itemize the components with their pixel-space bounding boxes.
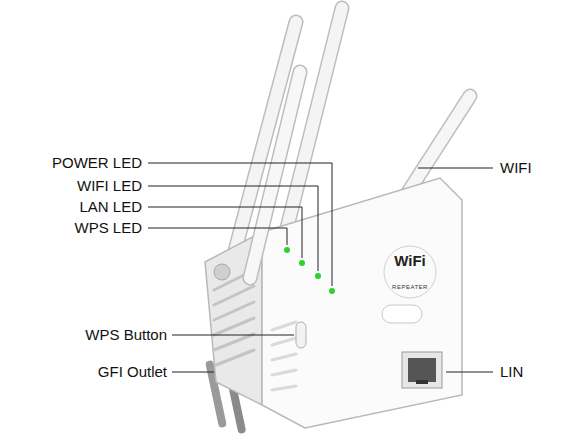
oval-button (382, 305, 422, 323)
ethernet-socket (408, 358, 436, 382)
logo-text: WiFi (394, 252, 426, 270)
callout-label: GFI Outlet (98, 363, 167, 381)
wps-button (296, 322, 306, 348)
antenna-hinge (214, 264, 230, 280)
leds (284, 247, 335, 294)
callout-label: WIFI (500, 159, 532, 177)
logo-ring (384, 246, 436, 298)
callout-label: POWER LED (52, 154, 142, 172)
logo-subtext: REPEATER (392, 284, 428, 291)
leader-lines (148, 163, 493, 372)
callout-label: LAN LED (79, 198, 142, 216)
callout-label: WPS LED (74, 219, 142, 237)
callout-label: LIN (500, 363, 523, 381)
callout-label: WPS Button (85, 326, 167, 344)
callout-label: WIFI LED (77, 177, 142, 195)
front-antenna (250, 72, 300, 278)
front-vents (272, 322, 296, 390)
ethernet-port (402, 352, 442, 388)
front-face (262, 178, 462, 428)
